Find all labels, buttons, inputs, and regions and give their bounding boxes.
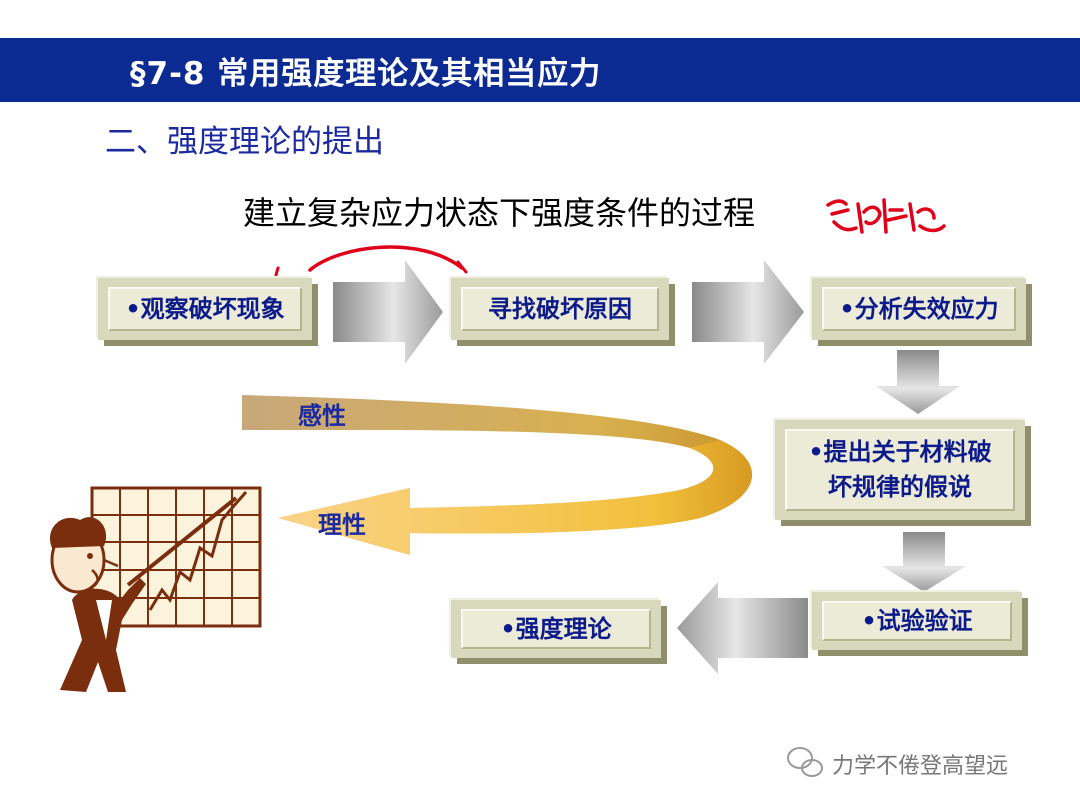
arrow-right-2	[692, 260, 804, 364]
watermark-text: 力学不倦登高望远	[832, 754, 1009, 779]
box-cause-label: 寻找破坏原因	[488, 294, 632, 323]
section-heading: 二、强度理论的提出	[105, 124, 384, 160]
box-test-verify: •试验验证	[812, 592, 1022, 650]
box-observe-failure: •观察破坏现象	[98, 278, 312, 340]
slide-title: §7-8 常用强度理论及其相当应力	[130, 56, 602, 92]
box-observe-label: •观察破坏现象	[125, 294, 285, 323]
arrow-left	[677, 582, 808, 674]
feedback-arc	[242, 395, 753, 555]
box-strength-theory: •强度理论	[451, 600, 661, 658]
arrow-down-2	[882, 532, 966, 592]
box-find-cause: 寻找破坏原因	[451, 278, 669, 340]
presenter-figure	[50, 486, 262, 692]
box-test-label: •试验验证	[861, 606, 973, 635]
arrow-down-1	[876, 350, 960, 414]
box-hypothesis-line2: 坏规律的假说	[828, 473, 972, 501]
box-hypothesis-label: •提出关于材料破 坏规律的假说	[808, 435, 991, 505]
arrow-right-1	[333, 260, 443, 364]
wechat-icon	[787, 747, 823, 777]
box-hypothesis: •提出关于材料破 坏规律的假说	[775, 420, 1025, 520]
subtitle: 建立复杂应力状态下强度条件的过程	[243, 194, 756, 232]
box-hypothesis-line1: •提出关于材料破	[808, 438, 992, 467]
box-analyze-stress: •分析失效应力	[812, 278, 1026, 340]
box-analyze-label: •分析失效应力	[839, 294, 999, 323]
handwritten-scribble	[826, 198, 946, 234]
label-rational: 理性	[318, 511, 366, 539]
label-perceptual: 感性	[298, 402, 346, 430]
red-annotation	[274, 198, 946, 277]
box-theory-label: •强度理论	[500, 614, 612, 643]
title-bar: §7-8 常用强度理论及其相当应力	[0, 38, 1080, 102]
